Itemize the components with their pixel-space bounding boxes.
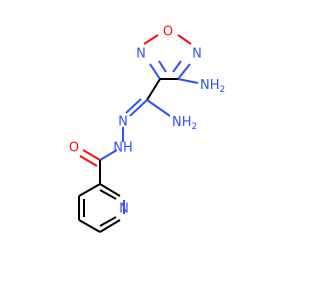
bond-ring	[78, 183, 101, 197]
bond-n-c-inner	[158, 60, 167, 73]
bond-n-c-inner	[172, 60, 182, 73]
bond-c-o-double-inner	[79, 155, 98, 167]
bond-c-nh2	[146, 99, 171, 117]
amine-group-label: NH2	[172, 115, 197, 132]
oxygen-atom-label: O	[69, 141, 79, 156]
nitrogen-atom-label: N	[119, 202, 129, 217]
bond-ring	[78, 219, 101, 233]
bond-ring-amidine	[146, 78, 161, 101]
nitrogen-atom-label: N	[192, 47, 202, 62]
imine-nh-label: NH	[113, 141, 133, 156]
bond-c-n-double-inner	[125, 98, 142, 114]
bond-n-c	[177, 63, 191, 80]
nitrogen-atom-label: N	[136, 47, 146, 62]
furazan-ring	[143, 34, 192, 80]
pyridine-ring	[78, 183, 125, 233]
bond-ring-inner	[99, 216, 117, 227]
bond-ring	[99, 219, 121, 233]
bond-c-n-double	[129, 99, 148, 117]
nitrogen-atom-label: N	[118, 115, 128, 130]
oxygen-atom-label: O	[163, 25, 173, 40]
bond-c-o-double	[82, 149, 101, 161]
bond-o-n	[143, 34, 159, 45]
molecule-structure: O N N NH2 NH2 N NH O N	[69, 25, 225, 233]
bond-ring	[99, 183, 121, 197]
bond-c-nh2	[177, 78, 199, 84]
bond-n-c	[99, 149, 118, 161]
bond-o-n	[177, 34, 192, 45]
bond-n-c	[149, 63, 161, 80]
amino-group-label: NH2	[200, 78, 225, 95]
bond-ring-inner	[99, 189, 117, 200]
